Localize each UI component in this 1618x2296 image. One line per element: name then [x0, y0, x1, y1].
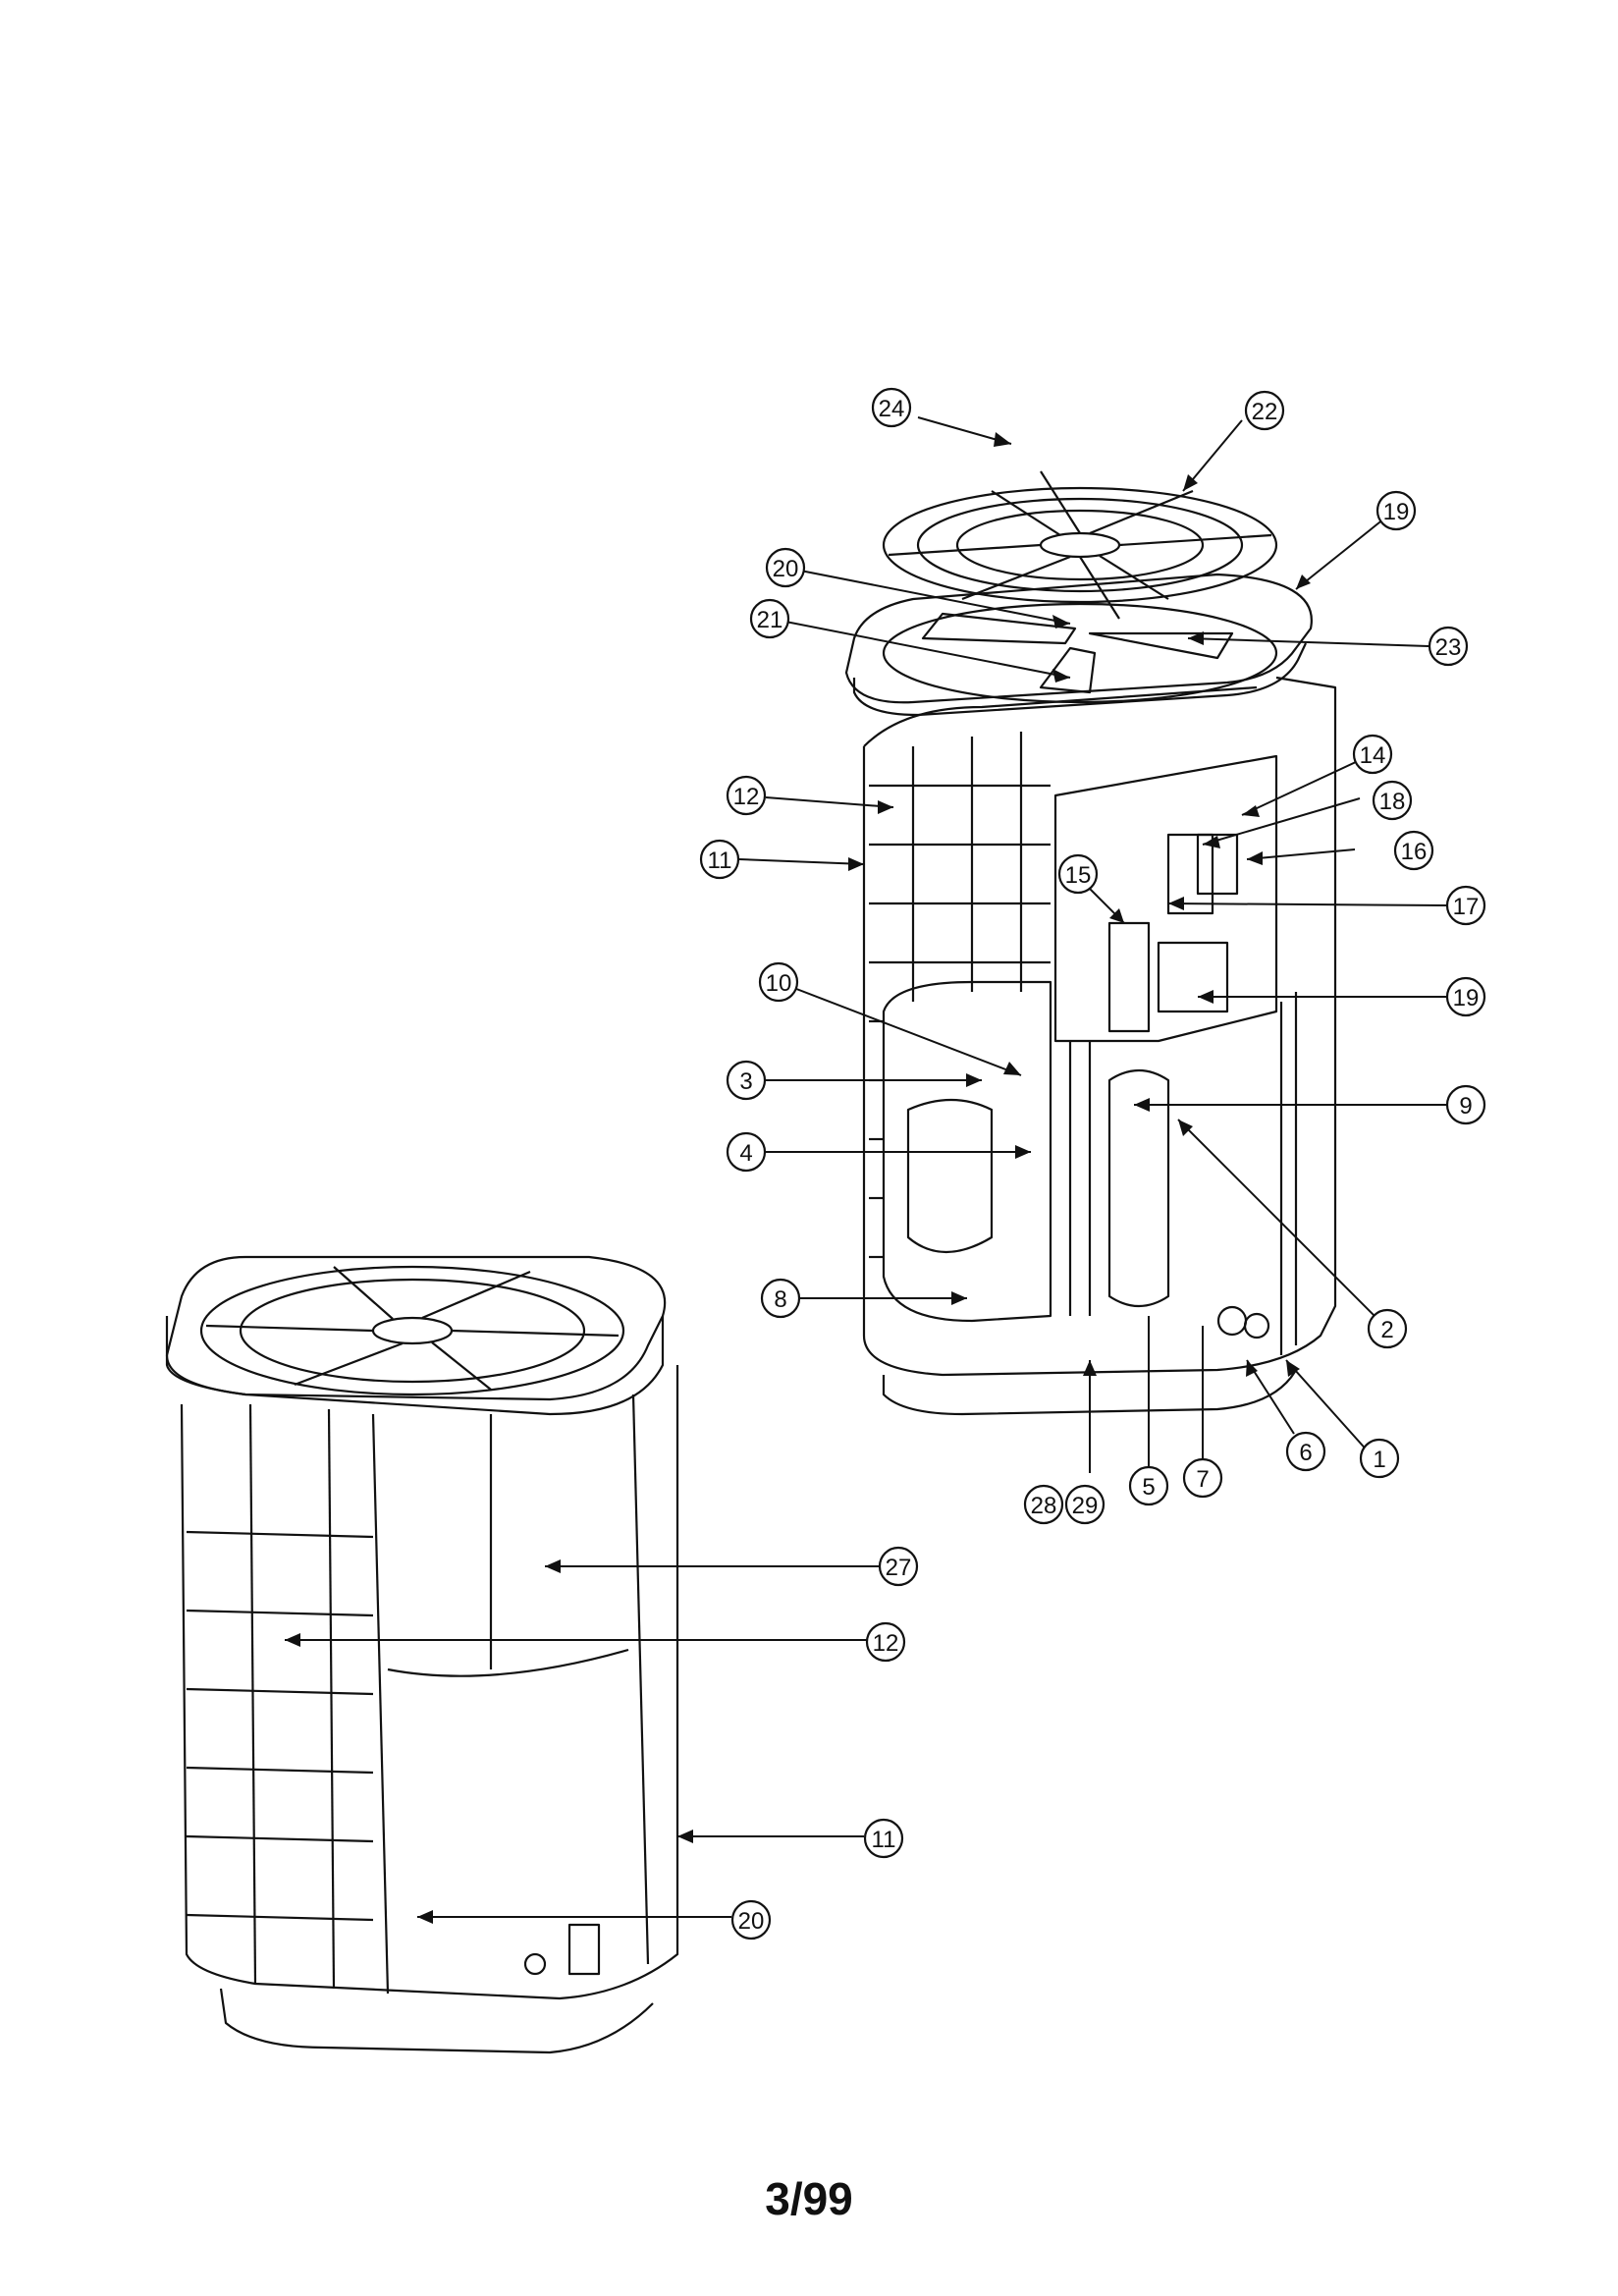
cabinet-drawing — [862, 676, 1337, 1416]
fan-guard-drawing — [882, 470, 1278, 620]
svg-text:22: 22 — [1252, 399, 1278, 425]
svg-text:12: 12 — [733, 784, 760, 810]
svg-text:11: 11 — [872, 1827, 896, 1853]
callout-2: 2 — [1367, 1308, 1408, 1349]
callout-24: 22 — [1244, 390, 1285, 431]
svg-text:18: 18 — [1379, 789, 1406, 815]
svg-text:24: 24 — [879, 396, 905, 422]
top-cover-drawing — [844, 573, 1313, 717]
arrow-heads — [285, 432, 1311, 1924]
svg-text:4: 4 — [739, 1140, 752, 1167]
assembled-unit-drawing — [165, 1255, 679, 2054]
svg-text:16: 16 — [1401, 839, 1428, 865]
page-number: 3/99 — [765, 2173, 853, 2224]
callout-7: 7 — [1182, 1457, 1223, 1499]
callout-25: 23 — [1428, 626, 1469, 667]
callout-16: 16 — [1393, 830, 1434, 871]
svg-text:2: 2 — [1380, 1317, 1393, 1343]
svg-text:6: 6 — [1299, 1440, 1312, 1466]
svg-text:9: 9 — [1459, 1093, 1472, 1120]
callout-14: 14 — [1352, 734, 1393, 775]
callout-23: 21 — [749, 598, 790, 639]
callout-15: 15 — [1057, 853, 1099, 895]
svg-text:1: 1 — [1373, 1447, 1385, 1473]
callout-12-upper: 12 — [726, 775, 767, 816]
callout-11-lower: 11 — [863, 1818, 904, 1859]
exploded-unit-drawing — [844, 470, 1337, 1416]
callout-26: 24 — [871, 387, 912, 428]
svg-text:21: 21 — [757, 607, 783, 633]
callout-12-lower: 12 — [865, 1621, 906, 1663]
svg-text:28: 28 — [1031, 1493, 1057, 1519]
callout-29: 29 — [1064, 1484, 1106, 1525]
svg-text:7: 7 — [1196, 1466, 1209, 1493]
svg-text:19: 19 — [1453, 985, 1480, 1011]
svg-text:19: 19 — [1383, 499, 1410, 525]
callout-10: 10 — [758, 961, 799, 1003]
callout-11-upper: 11 — [699, 839, 740, 880]
svg-text:20: 20 — [738, 1908, 765, 1935]
svg-text:20: 20 — [773, 556, 799, 582]
svg-text:29: 29 — [1072, 1493, 1099, 1519]
callout-bubbles: 24 22 19 20 23 21 14 12 18 11 16 15 17 1… — [699, 387, 1486, 1941]
callout-8: 8 — [760, 1278, 801, 1319]
svg-text:17: 17 — [1453, 894, 1480, 920]
callout-6: 6 — [1285, 1431, 1326, 1472]
callout-3: 3 — [726, 1060, 767, 1101]
svg-text:3: 3 — [739, 1068, 752, 1095]
callout-22: 20 — [765, 547, 806, 588]
callout-9: 9 — [1445, 1084, 1486, 1125]
svg-text:14: 14 — [1360, 742, 1386, 769]
callout-27: 27 — [878, 1546, 919, 1587]
svg-text:5: 5 — [1142, 1474, 1155, 1501]
callout-28: 28 — [1023, 1484, 1064, 1525]
fan-blade-drawing — [921, 612, 1234, 694]
callout-17: 17 — [1445, 885, 1486, 926]
svg-text:8: 8 — [774, 1286, 786, 1313]
callout-5: 5 — [1128, 1465, 1169, 1506]
svg-text:27: 27 — [886, 1555, 912, 1581]
svg-text:15: 15 — [1065, 862, 1092, 889]
svg-text:23: 23 — [1435, 634, 1462, 661]
svg-text:12: 12 — [873, 1630, 899, 1657]
callout-19: 19 — [1445, 976, 1486, 1017]
callout-18: 18 — [1372, 780, 1413, 821]
callout-20: 20 — [730, 1899, 772, 1941]
svg-text:10: 10 — [766, 970, 792, 997]
callout-4: 4 — [726, 1131, 767, 1173]
callout-21: 19 — [1375, 490, 1417, 531]
callout-1: 1 — [1359, 1438, 1400, 1479]
svg-text:11: 11 — [708, 847, 732, 874]
leader-lines — [285, 416, 1449, 1918]
